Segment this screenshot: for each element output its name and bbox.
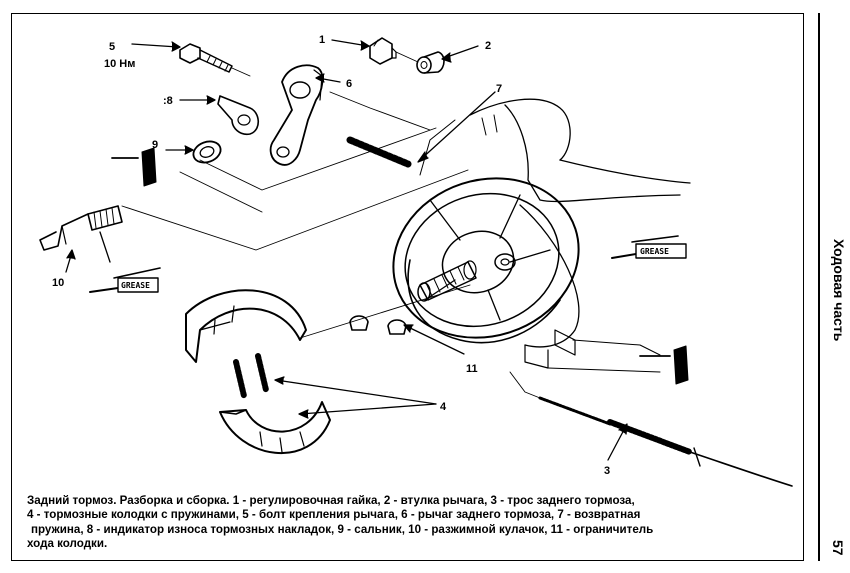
shoe-stoppers bbox=[349, 315, 407, 335]
brake-shoe-upper bbox=[185, 289, 307, 363]
wear-indicator bbox=[217, 95, 260, 136]
caption-line-4: хода колодки. bbox=[27, 537, 108, 551]
assembly-lines bbox=[121, 51, 541, 399]
brake-cam bbox=[39, 205, 123, 251]
grease-tube-top bbox=[111, 147, 157, 187]
leader-lines bbox=[65, 39, 628, 461]
cam-fitting bbox=[494, 253, 516, 271]
callout-4: 4 bbox=[440, 401, 447, 413]
brake-lever bbox=[269, 64, 324, 166]
callout-7: 7 bbox=[496, 83, 502, 95]
grease-label-right: GREASE bbox=[640, 247, 669, 256]
page-edge-rule bbox=[818, 13, 820, 561]
adjusting-nut bbox=[369, 37, 397, 65]
brake-shoe-lower bbox=[219, 401, 331, 454]
grease-tube-right bbox=[611, 235, 687, 259]
lever-bushing bbox=[416, 51, 445, 74]
callout-2: 2 bbox=[485, 40, 491, 52]
return-spring bbox=[346, 136, 412, 168]
housing-outline bbox=[419, 98, 691, 373]
grease-label-left: GREASE bbox=[121, 281, 150, 290]
callout-1: 1 bbox=[319, 34, 325, 46]
brake-exploded-diagram: GREASE GREASE bbox=[39, 34, 793, 487]
callout-8: :8 bbox=[163, 95, 173, 107]
figure-caption: Задний тормоз. Разборка и сборка. 1 - ре… bbox=[27, 494, 797, 552]
shoe-springs bbox=[233, 353, 269, 399]
callout-9: 9 bbox=[152, 139, 158, 151]
callout-10: 10 bbox=[52, 277, 64, 289]
splined-shaft bbox=[417, 260, 477, 302]
caption-line-2: 4 - тормозные колодки с пружинами, 5 - б… bbox=[27, 508, 641, 522]
section-title: Ходовая часть bbox=[831, 239, 847, 342]
callout-3: 3 bbox=[604, 465, 610, 477]
caption-line-3: пружина, 8 - индикатор износа тормозных … bbox=[31, 522, 654, 536]
caption-line-1: Задний тормоз. Разборка и сборка. 1 - ре… bbox=[27, 494, 635, 507]
grease-tube-right-edge bbox=[639, 345, 689, 385]
callout-torque: 10 Нм bbox=[104, 58, 135, 70]
brake-cable bbox=[538, 396, 793, 487]
figure-frame bbox=[11, 13, 804, 561]
callout-5: 5 bbox=[109, 41, 115, 53]
grease-tube-left bbox=[89, 267, 161, 293]
lever-bolt bbox=[179, 43, 233, 73]
brake-drum bbox=[392, 177, 580, 344]
oil-seal bbox=[192, 140, 222, 164]
page-number: 57 bbox=[830, 540, 846, 556]
callout-6: 6 bbox=[346, 78, 352, 90]
callout-11: 11 bbox=[466, 363, 478, 375]
